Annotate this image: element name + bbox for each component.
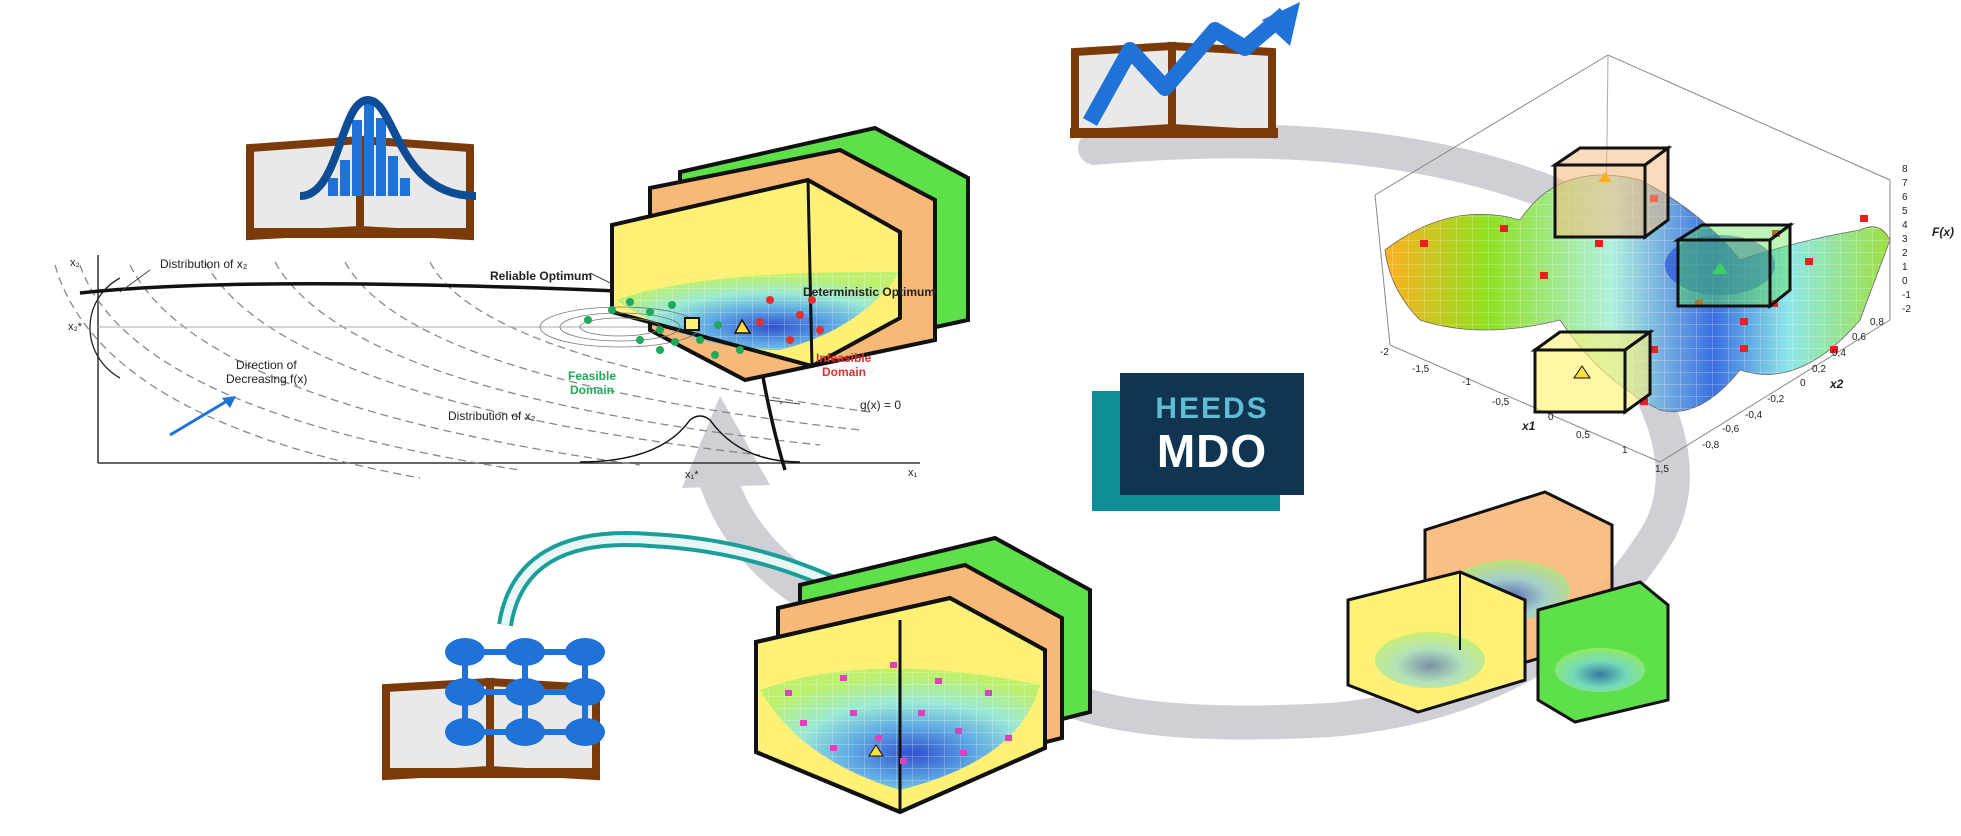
book-trend-icon [1070, 2, 1300, 139]
y-tick-4: 0 [1800, 378, 1806, 389]
z-tick-3: 5 [1902, 206, 1908, 217]
x-tick-7: 1,5 [1655, 464, 1669, 475]
y-tick-7: 0,6 [1852, 332, 1866, 343]
x-tick-0: -2 [1380, 347, 1389, 358]
surface-y-label: x2 [1829, 377, 1844, 391]
x-tick-4: 0 [1548, 412, 1554, 423]
label-feasible-2: Domain [570, 383, 614, 397]
label-distribution-bottom: Distribution of x₂ [448, 409, 536, 423]
x-tick-6: 1 [1622, 445, 1628, 456]
response-cube-stack-bottom [754, 535, 1092, 815]
z-tick-1: 7 [1902, 178, 1908, 189]
label-direction-2: Decreasing f(x) [226, 372, 307, 386]
axis-label-x2: x₂ [70, 257, 80, 269]
x-tick-5: 0,5 [1576, 430, 1590, 441]
label-constraint: g(x) = 0 [860, 398, 901, 412]
axis-label-x1: x₁ [908, 467, 918, 479]
y-tick-0: -0,8 [1702, 440, 1720, 451]
label-reliable-optimum: Reliable Optimum [490, 269, 592, 283]
logo-line-heeds: HEEDS [1155, 392, 1269, 425]
surface-z-label: F(x) [1932, 225, 1954, 239]
logo-line-mdo: MDO [1156, 425, 1268, 477]
label-distribution-top: Distribution of x₂ [160, 257, 248, 271]
y-tick-1: -0,6 [1722, 424, 1740, 435]
x-tick-1: -1,5 [1412, 364, 1430, 375]
z-tick-2: 6 [1902, 192, 1908, 203]
heeds-mdo-logo: HEEDS MDO [1092, 373, 1304, 511]
y-tick-3: -0,2 [1767, 394, 1785, 405]
response-cube-cluster-right [1346, 490, 1670, 724]
z-tick-4: 4 [1902, 220, 1908, 231]
cycle-arrow-top [1078, 124, 1607, 227]
label-infeasible-1: Infeasible [816, 351, 872, 365]
label-x1-star: x₁* [685, 469, 699, 481]
z-tick-8: 0 [1902, 276, 1908, 287]
response-cube-stack-top: Reliable Optimum Deterministic Optimum F… [490, 125, 970, 397]
label-infeasible-2: Domain [822, 365, 866, 379]
y-tick-6: 0,4 [1832, 348, 1846, 359]
surface-plot: -2 -1,5 -1 -0,5 0 0,5 1 1,5 -0,8 -0,6 -0… [1374, 54, 1954, 475]
x-tick-3: -0,5 [1492, 397, 1510, 408]
z-tick-7: 1 [1902, 262, 1908, 273]
label-feasible-1: Feasible [568, 369, 616, 383]
z-tick-10: -2 [1902, 304, 1911, 315]
label-deterministic-optimum: Deterministic Optimum [803, 285, 935, 299]
book-network-icon [382, 638, 605, 781]
surface-x-label: x1 [1521, 419, 1536, 433]
y-tick-2: -0,4 [1745, 410, 1763, 421]
cycle-arrow-left-head [682, 396, 770, 488]
label-x2-star: x₂* [68, 321, 83, 333]
logo-dark-block: HEEDS MDO [1120, 373, 1304, 495]
book-distribution-icon [246, 95, 477, 241]
z-tick-6: 2 [1902, 248, 1908, 259]
y-tick-8: 0,8 [1870, 317, 1884, 328]
label-direction-1: Direction of [236, 358, 297, 372]
z-tick-9: -1 [1902, 290, 1911, 301]
z-tick-5: 3 [1902, 234, 1908, 245]
y-tick-5: 0,2 [1812, 364, 1826, 375]
x-tick-2: -1 [1462, 377, 1471, 388]
z-tick-0: 8 [1902, 164, 1908, 175]
